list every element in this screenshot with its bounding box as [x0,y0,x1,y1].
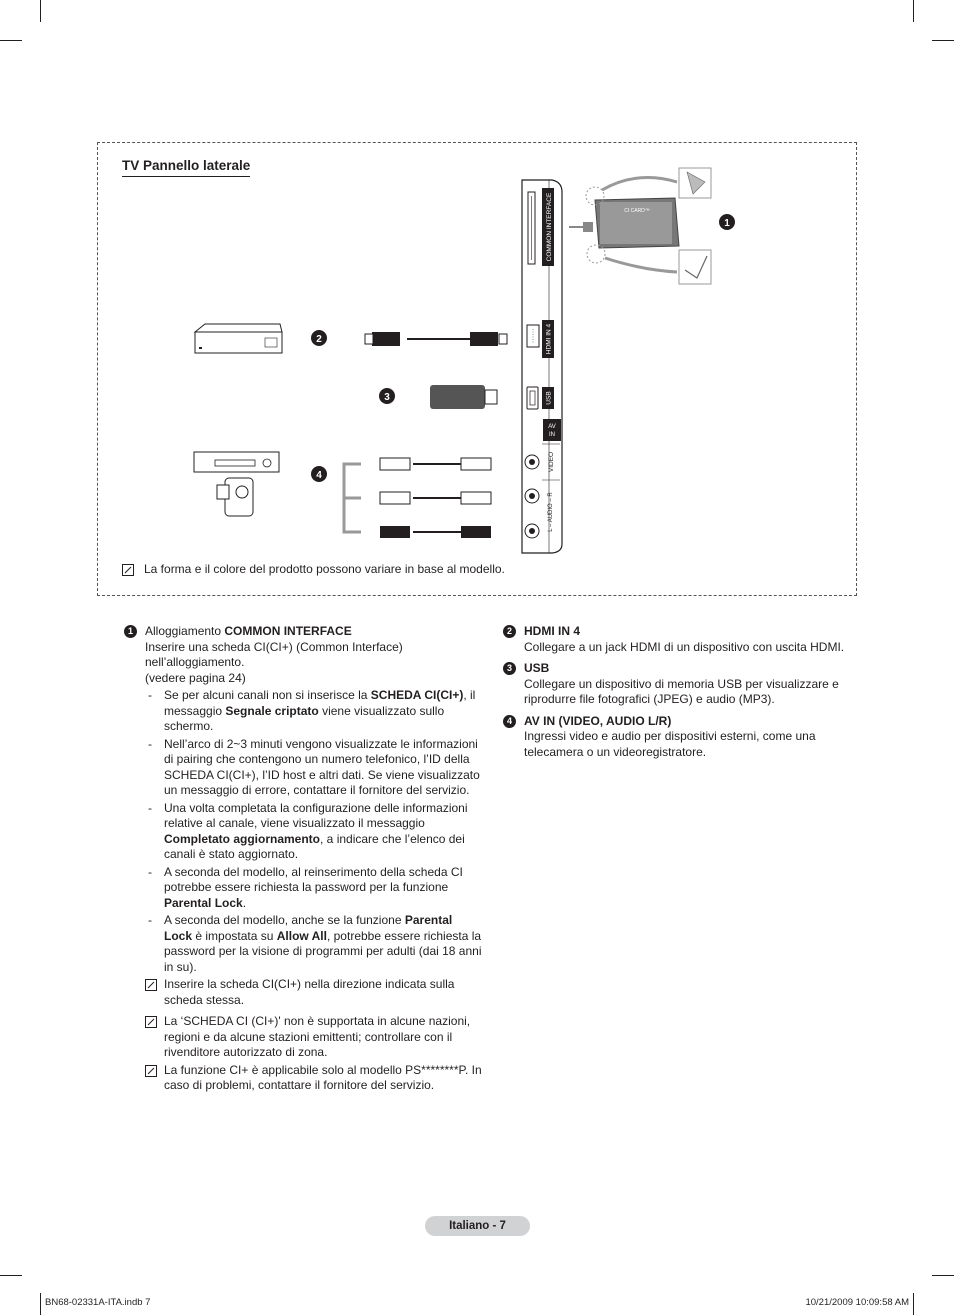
item-2: 2 HDMI IN 4 Collegare a un jack HDMI di … [503,624,858,655]
marker-1: 1 [724,218,730,229]
note-item: Inserire la scheda CI(CI+) nella direzio… [145,977,482,1008]
marker-3: 3 [384,392,390,403]
av-label-1: AV [548,424,556,430]
video-label: VIDEO [548,452,555,472]
usb-stick [430,385,498,409]
footer-file: BN68-02331A-ITA.indb 7 [45,1297,151,1308]
hdmi-in4-label: HDMI IN 4 [546,323,553,354]
item-title: USB [524,661,550,675]
panel-note-text: La forma e il colore del prodotto posson… [144,562,505,576]
hdmi-cable [364,332,508,346]
callout-markers: 1 2 3 4 [311,214,735,482]
crop-mark [913,1293,914,1315]
side-panel-box [97,142,857,596]
av-cables [342,457,492,538]
item-3: 3 USB Collegare un dispositivo di memori… [503,661,858,708]
audio-label: L – AUDIO – R [548,492,554,532]
item-text: Collegare a un jack HDMI di un dispositi… [524,639,845,654]
panel-title: TV Pannello laterale [122,158,251,177]
item-1-prefix: Alloggiamento [145,624,225,638]
panel-note: La forma e il colore del prodotto posson… [122,562,505,578]
left-column: 1 Alloggiamento COMMON INTERFACE Inserir… [124,624,482,1094]
marker-4: 4 [316,470,322,481]
ci-card-illustration: CI CARD™ [569,167,712,285]
item-title: AV IN (VIDEO, AUDIO L/R) [524,713,672,728]
note-icon [145,979,157,991]
list-item: -A seconda del modello, al reinserimento… [148,864,463,910]
ci-card-label: CI CARD™ [624,208,650,214]
tv-side-panel: COMMON INTERFACE HDMI IN 4 USB AV IN VID… [521,179,563,554]
item-4: 4 AV IN (VIDEO, AUDIO L/R) Ingressi vide… [503,714,858,761]
item-number: 4 [503,714,516,728]
list-item: -Se per alcuni canali non si inserisce l… [148,688,476,733]
page-label: Italiano - 7 [425,1216,530,1236]
note-item: La funzione CI+ è applicabile solo al mo… [145,1063,482,1094]
note-icon [122,563,134,576]
list-item: -Una volta completata la configurazione … [148,800,468,862]
note-icon [145,1064,157,1077]
crop-mark [0,1275,22,1276]
crop-mark [913,0,914,22]
av-label-2: IN [549,432,555,438]
connection-diagram: COMMON INTERFACE HDMI IN 4 USB AV IN VID… [193,167,735,554]
item-number: 2 [503,625,516,638]
crop-mark [932,40,954,41]
bullet-list: -Se per alcuni canali non si inserisce l… [145,688,482,975]
marker-2: 2 [316,334,322,345]
list-item: -Nell’arco di 2~3 minuti vengono visuali… [148,736,480,798]
item-1: 1 Alloggiamento COMMON INTERFACE Inserir… [124,624,482,1094]
item-1-ref: (vedere pagina 24) [145,670,246,685]
item-text: Collegare un dispositivo di memoria USB … [524,676,839,707]
crop-mark [40,1293,41,1315]
item-number: 3 [503,662,516,675]
vcr-device [193,451,280,473]
crop-mark [40,0,41,22]
item-1-text: Inserire una scheda CI(CI+) (Common Inte… [145,639,403,670]
common-interface-label: COMMON INTERFACE [546,192,553,261]
item-title: HDMI IN 4 [524,624,581,638]
usb-label: USB [546,391,553,404]
right-column: 2 HDMI IN 4 Collegare a un jack HDMI di … [503,624,858,760]
hdmi-device [193,323,283,354]
crop-mark [0,40,22,41]
camcorder-device [216,477,254,517]
item-number: 1 [124,625,137,638]
note-icon [145,1016,157,1028]
item-text: Ingressi video e audio per dispositivi e… [524,729,816,759]
note-item: La ‘SCHEDA CI (CI+)' non è supportata in… [145,1014,482,1061]
item-1-title: COMMON INTERFACE [224,624,352,638]
list-item: -A seconda del modello, anche se la funz… [148,913,482,974]
crop-mark [932,1275,954,1276]
footer-date: 10/21/2009 10:09:58 AM [805,1297,909,1308]
